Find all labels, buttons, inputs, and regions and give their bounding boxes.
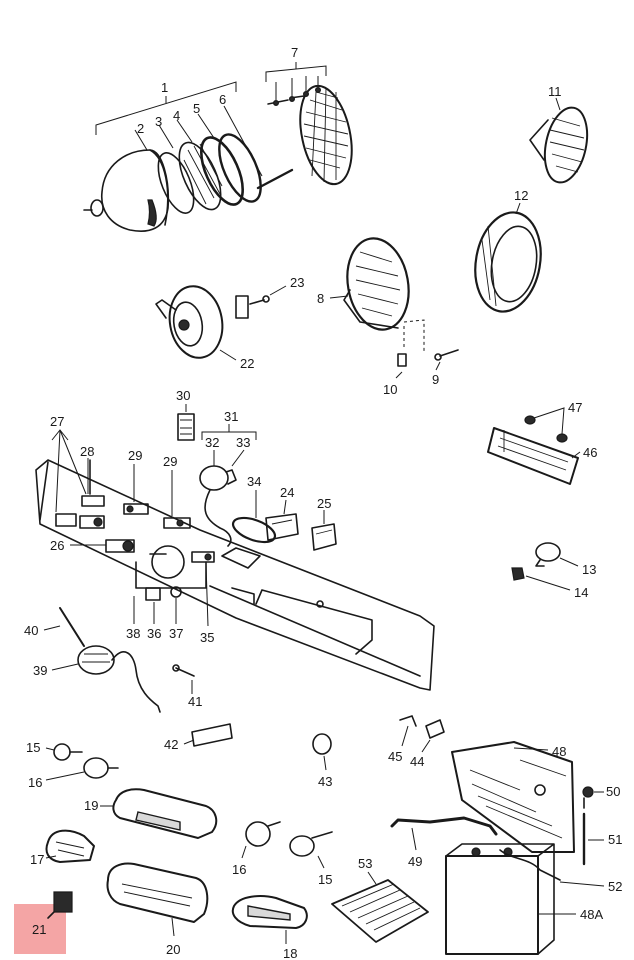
label-2: 2 (137, 121, 144, 136)
label-27: 27 (50, 414, 64, 429)
tail-lamp-19 (100, 788, 218, 839)
label-22: 22 (240, 356, 254, 371)
label-6: 6 (219, 92, 226, 107)
switches-44-45 (399, 715, 445, 753)
warning-light-35 (191, 551, 215, 627)
label-41: 41 (188, 694, 202, 709)
plug-42 (183, 723, 233, 747)
label-17: 17 (30, 852, 44, 867)
label-4: 4 (173, 108, 180, 123)
label-14: 14 (574, 585, 588, 600)
label-37: 37 (169, 626, 183, 641)
bulb-holder-28 (87, 458, 91, 495)
headlamp-rim (474, 202, 542, 313)
flasher-unit-31 (199, 424, 257, 547)
label-9: 9 (432, 372, 439, 387)
headlamp-housing (329, 237, 459, 379)
label-43: 43 (318, 774, 332, 789)
dashboard-panel (35, 459, 435, 691)
label-16b: 16 (232, 862, 246, 877)
label-16a: 16 (28, 775, 42, 790)
battery-tray (451, 741, 575, 853)
label-21: 21 (32, 922, 46, 937)
relays-24-25 (265, 499, 337, 551)
label-1: 1 (161, 80, 168, 95)
label-8: 8 (317, 291, 324, 306)
horn-bracket (235, 285, 287, 319)
switches-27 (51, 429, 105, 529)
bulbs-36-37-38 (133, 553, 182, 624)
license-light-bar (487, 407, 581, 485)
label-28: 28 (80, 444, 94, 459)
speedometer-ring-34 (231, 490, 277, 544)
tail-lamp-20 (106, 862, 209, 937)
label-52: 52 (608, 879, 622, 894)
label-53: 53 (358, 856, 372, 871)
label-13: 13 (582, 562, 596, 577)
side-marker-lamp (511, 542, 579, 591)
battery-cover (331, 871, 429, 943)
terminal-50 (582, 786, 604, 809)
label-33: 33 (236, 435, 250, 450)
label-7: 7 (291, 45, 298, 60)
horn (155, 285, 237, 361)
label-50: 50 (606, 784, 620, 799)
stone-guard-grille (265, 62, 353, 186)
relay-30 (177, 404, 195, 441)
turn-signal-switch (43, 607, 161, 713)
label-18: 18 (283, 946, 297, 960)
label-48: 48 (552, 744, 566, 759)
label-3: 3 (155, 114, 162, 129)
label-23: 23 (290, 275, 304, 290)
label-48a: 48A (580, 907, 603, 922)
label-44: 44 (410, 754, 424, 769)
label-32: 32 (205, 435, 219, 450)
label-31: 31 (224, 409, 238, 424)
label-30: 30 (176, 388, 190, 403)
fuse-41 (172, 664, 195, 694)
hold-down-rod-51 (582, 812, 604, 866)
label-29b: 29 (163, 454, 177, 469)
label-35: 35 (200, 630, 214, 645)
battery (445, 843, 576, 955)
battery-cable-52 (499, 849, 605, 887)
label-25: 25 (317, 496, 331, 511)
label-46: 46 (583, 445, 597, 460)
switch-26 (70, 539, 135, 553)
label-15a: 15 (26, 740, 40, 755)
bulbs-left (45, 743, 119, 781)
label-38: 38 (126, 626, 140, 641)
sealed-beam-unit (529, 97, 589, 184)
label-47: 47 (568, 400, 582, 415)
label-45: 45 (388, 749, 402, 764)
label-40: 40 (24, 623, 38, 638)
lamp-18 (231, 895, 308, 944)
label-5: 5 (193, 101, 200, 116)
label-15b: 15 (318, 872, 332, 887)
label-29a: 29 (128, 448, 142, 463)
lamp-17 (45, 829, 95, 863)
label-11: 11 (548, 84, 562, 99)
label-24: 24 (280, 485, 294, 500)
label-10: 10 (383, 382, 397, 397)
bulb-holders-center (241, 821, 333, 869)
label-19: 19 (84, 798, 98, 813)
label-12: 12 (514, 188, 528, 203)
bulb-holders-29 (123, 464, 191, 529)
label-26: 26 (50, 538, 64, 553)
label-39: 39 (33, 663, 47, 678)
label-49: 49 (408, 854, 422, 869)
switch-43 (312, 733, 332, 771)
label-51: 51 (608, 832, 622, 847)
label-20: 20 (166, 942, 180, 957)
label-36: 36 (147, 626, 161, 641)
battery-strap (390, 816, 498, 851)
label-42: 42 (164, 737, 178, 752)
headlamp-bucket-assembly (83, 81, 294, 232)
part-21 (47, 891, 73, 919)
label-34: 34 (247, 474, 261, 489)
